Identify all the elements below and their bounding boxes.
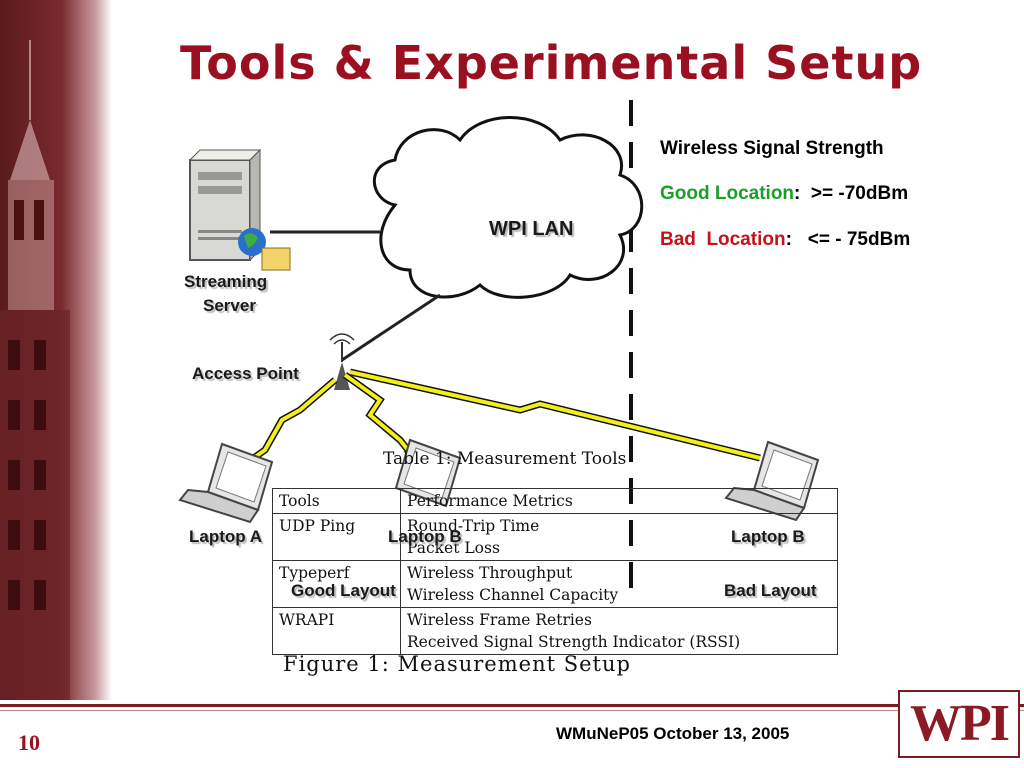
footer-divider [0, 704, 1024, 707]
bad-location-line: Bad Location: <= - 75dBm [660, 229, 910, 251]
footer-divider-thin [0, 710, 1024, 711]
laptop-a-label: Laptop A [189, 527, 263, 546]
ap-link [341, 293, 441, 362]
slide-number: 10 [18, 730, 40, 755]
signal-strength-heading: Wireless Signal Strength [660, 138, 884, 159]
good-location-value: : >= -70dBm [794, 183, 909, 204]
wpi-lan-cloud-icon [372, 116, 644, 299]
good-location-line: Good Location: >= -70dBm [660, 183, 908, 205]
laptop-b-bad-label: Laptop B [731, 527, 805, 546]
laptop-b-good-label: Laptop B [388, 527, 462, 546]
table-caption: Table 1: Measurement Tools [383, 449, 627, 469]
metric-line: Packet Loss [407, 539, 500, 557]
cloud-label: WPI LAN [489, 218, 574, 240]
page-title: Tools & Experimental Setup [180, 36, 923, 90]
metric-line: Received Signal Strength Indicator (RSSI… [407, 633, 741, 651]
wireless-link-a [246, 378, 337, 464]
metric-line: Wireless Throughput [407, 564, 573, 582]
server-label-line2: Server [203, 296, 256, 315]
table-header-cell: Performance Metrics [400, 488, 838, 514]
server-icon [188, 148, 291, 271]
figure-caption: Figure 1: Measurement Setup [283, 652, 631, 676]
decorative-side-band [0, 0, 112, 700]
wpi-logo-text: WPI [910, 695, 1010, 752]
table-header-cell: Tools [272, 488, 401, 514]
access-point-label: Access Point [192, 364, 299, 383]
bad-layout-label: Bad Layout [724, 581, 817, 600]
good-layout-label: Good Layout [291, 581, 396, 600]
metric-line: Wireless Channel Capacity [407, 586, 619, 604]
wireless-link-b-bad [349, 370, 761, 460]
laptop-a-icon [178, 442, 274, 524]
metric-line: Round-Trip Time [407, 517, 540, 535]
table-header-row: Tools Performance Metrics [272, 488, 838, 514]
access-point-icon [329, 333, 355, 390]
good-location-label: Good Location [660, 183, 795, 204]
metric-line: Wireless Frame Retries [407, 611, 592, 629]
bad-location-label: Bad Location [660, 229, 786, 250]
wireless-link-b-good [343, 373, 414, 457]
building-illustration [0, 40, 70, 700]
measurement-tools-table: Tools Performance Metrics UDP Ping Round… [272, 488, 838, 655]
table-cell-tool: WRAPI [272, 607, 401, 655]
wpi-logo: WPI [898, 690, 1020, 758]
table-cell-tool: UDP Ping [272, 513, 401, 561]
bad-location-value: : <= - 75dBm [785, 229, 911, 250]
server-label-line1: Streaming [184, 272, 268, 291]
footer-text: WMuNeP05 October 13, 2005 [556, 724, 790, 743]
